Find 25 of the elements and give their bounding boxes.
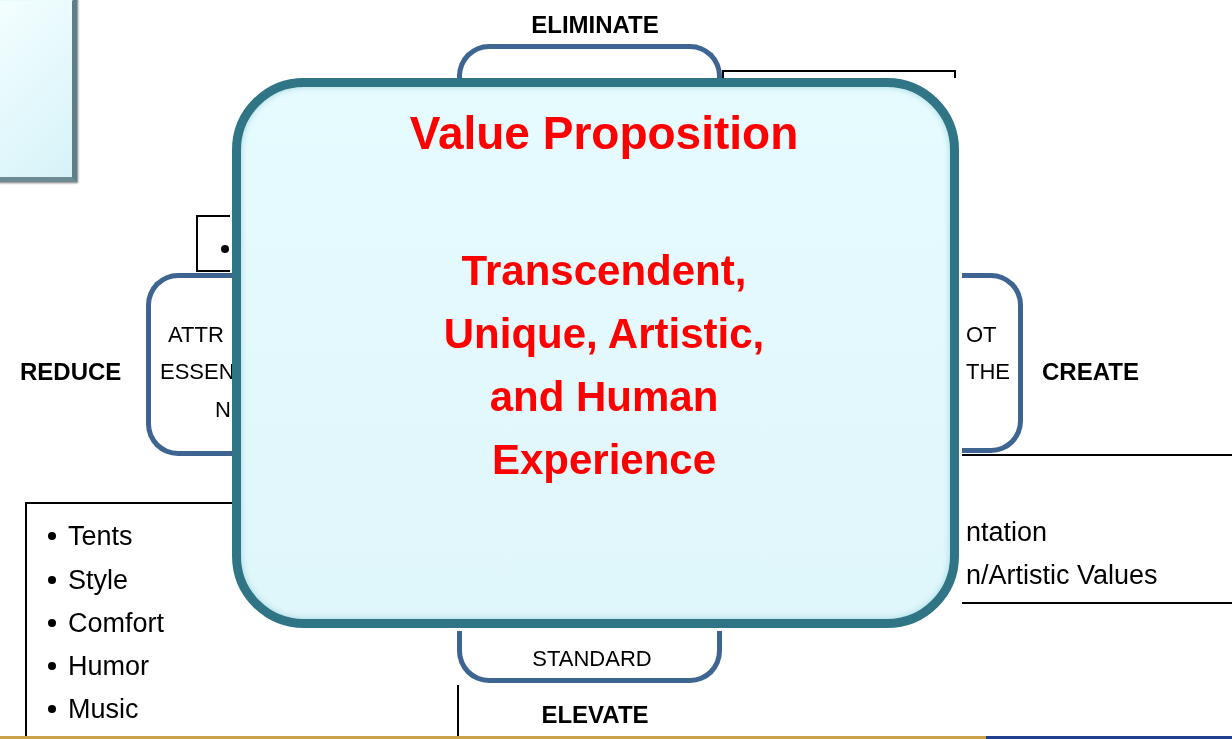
text-line: OT <box>966 321 997 349</box>
list-box <box>962 454 1232 604</box>
box-shape <box>0 0 77 182</box>
list-item: Comfort <box>68 606 165 640</box>
value-proposition-box <box>232 78 959 628</box>
box-shape <box>196 215 230 272</box>
box-shape <box>722 70 956 78</box>
text-line: N <box>215 396 231 424</box>
text-line: THE <box>966 358 1010 386</box>
text-line: ESSEN <box>160 358 235 386</box>
title-text: Value Proposition <box>409 106 799 162</box>
text-line: ATTR <box>168 321 224 349</box>
heading-label: ELEVATE <box>541 700 649 730</box>
list-box <box>25 502 232 739</box>
list-item: Music <box>68 692 139 726</box>
text-line: STANDARD <box>532 645 652 673</box>
heading-label: ELIMINATE <box>531 10 659 40</box>
list-item: ntation <box>966 515 1048 549</box>
list-item: n/Artistic Values <box>966 558 1158 592</box>
body-text: Transcendent, Unique, Artistic, and Human Experience <box>442 246 766 485</box>
list-item: Humor <box>68 649 149 683</box>
heading-label: REDUCE <box>20 357 122 387</box>
heading-label: CREATE <box>1042 357 1139 387</box>
list-item: Style <box>68 563 129 597</box>
list-item: Tents <box>68 519 133 553</box>
